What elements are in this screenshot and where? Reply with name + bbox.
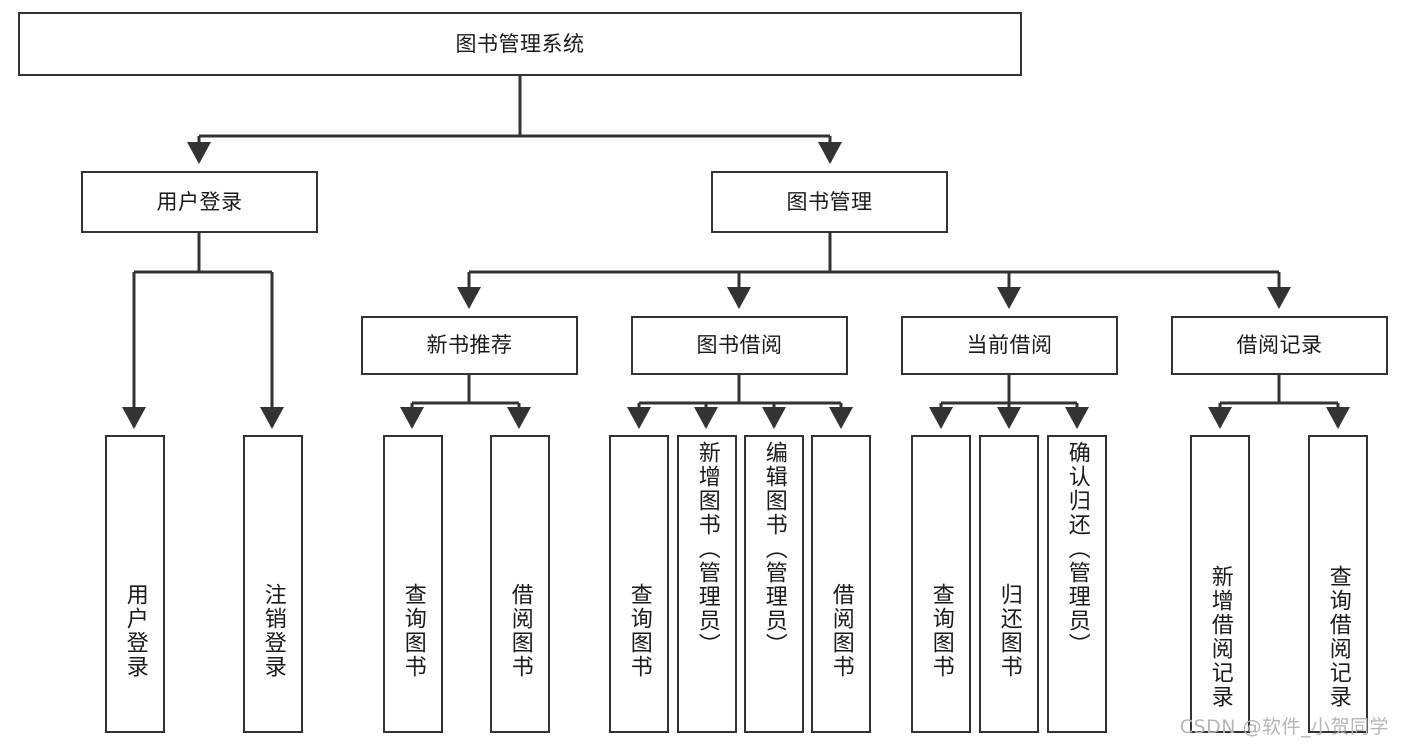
leaf-user-login-logout[interactable]: 注销登录: [243, 435, 303, 733]
leaf-user-login-login[interactable]: 用户登录: [105, 435, 165, 733]
node-label: 图书管理: [786, 189, 873, 214]
leaf-book-borrow-edit-book-admin[interactable]: 编辑图书（管理员）: [744, 435, 804, 733]
node-label: 归还图书: [996, 583, 1022, 679]
leaf-book-borrow-add-book-admin[interactable]: 新增图书（管理员）: [677, 435, 737, 733]
leaf-book-borrow-borrow-book[interactable]: 借阅图书: [811, 435, 871, 733]
leaf-book-borrow-query-book[interactable]: 查询图书: [609, 435, 669, 733]
node-label: 查询图书: [626, 583, 652, 679]
node-label: 用户登录: [156, 189, 243, 214]
node-label: 新增图书（管理员）: [694, 441, 720, 657]
leaf-borrow-record-add-record[interactable]: 新增借阅记录: [1190, 435, 1250, 733]
leaf-new-book-query-book[interactable]: 查询图书: [383, 435, 443, 733]
node-user-login[interactable]: 用户登录: [81, 171, 318, 233]
node-borrow-record[interactable]: 借阅记录: [1171, 316, 1388, 375]
node-new-book-recommend[interactable]: 新书推荐: [361, 316, 578, 375]
node-label: 查询图书: [400, 583, 426, 679]
node-label: 新增借阅记录: [1207, 565, 1233, 709]
node-current-borrow[interactable]: 当前借阅: [901, 316, 1118, 375]
node-book-borrow[interactable]: 图书借阅: [631, 316, 848, 375]
leaf-borrow-record-query-record[interactable]: 查询借阅记录: [1308, 435, 1368, 733]
leaf-current-borrow-query-book[interactable]: 查询图书: [911, 435, 971, 733]
node-label: 新书推荐: [426, 333, 513, 358]
node-label: 借阅图书: [828, 583, 854, 679]
node-label: 图书管理系统: [455, 31, 585, 56]
node-label: 图书借阅: [696, 333, 783, 358]
node-label: 查询图书: [928, 583, 954, 679]
node-label: 查询借阅记录: [1325, 565, 1351, 709]
node-book-management[interactable]: 图书管理: [711, 171, 948, 233]
leaf-new-book-borrow-book[interactable]: 借阅图书: [490, 435, 550, 733]
node-root-book-management-system[interactable]: 图书管理系统: [18, 12, 1022, 76]
node-label: 编辑图书（管理员）: [761, 441, 787, 657]
leaf-current-borrow-return-book[interactable]: 归还图书: [979, 435, 1039, 733]
watermark-text: CSDN @软件_小贺同学: [1179, 716, 1389, 738]
leaf-current-borrow-confirm-return-admin[interactable]: 确认归还（管理员）: [1047, 435, 1107, 733]
node-label: 借阅图书: [507, 583, 533, 679]
node-label: 当前借阅: [966, 333, 1053, 358]
node-label: 确认归还（管理员）: [1064, 441, 1090, 657]
node-label: 用户登录: [122, 583, 148, 679]
node-label: 借阅记录: [1236, 333, 1323, 358]
node-label: 注销登录: [260, 583, 286, 679]
